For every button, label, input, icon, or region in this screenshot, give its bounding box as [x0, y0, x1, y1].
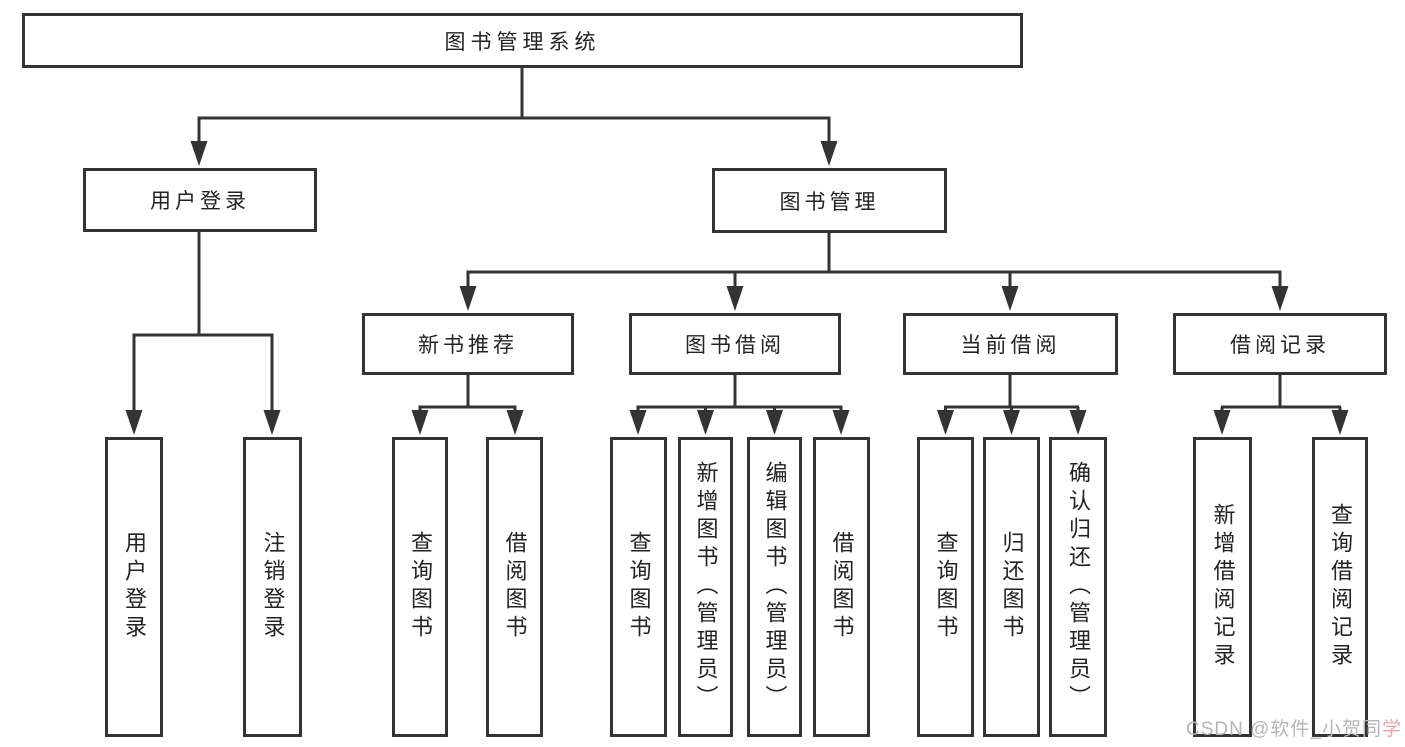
csdn-watermark-text: CSDN @软件_小贺同: [1186, 719, 1382, 740]
leaf-label: 用户登录: [122, 531, 147, 643]
node-user-login: 用户登录: [83, 168, 317, 232]
node-new-book-recommend: 新书推荐: [362, 313, 574, 375]
leaf-borrow-books-recommend: 借阅图书: [486, 437, 543, 737]
leaf-query-borrow-record: 查询借阅记录: [1312, 437, 1368, 737]
leaf-confirm-return-admin: 确认归还（管理员）: [1049, 437, 1107, 737]
leaf-query-books-borrow: 查询图书: [610, 437, 667, 737]
leaf-label: 查询图书: [408, 531, 433, 643]
csdn-watermark-accent: 学: [1381, 719, 1402, 740]
leaf-query-books-recommend: 查询图书: [392, 437, 448, 737]
leaf-label: 归还图书: [999, 531, 1025, 643]
leaf-borrow-books: 借阅图书: [813, 437, 870, 737]
node-label: 新书推荐: [418, 334, 518, 357]
leaf-return-books: 归还图书: [983, 437, 1040, 737]
leaf-label: 查询借阅记录: [1328, 503, 1353, 671]
leaf-add-books-admin: 新增图书（管理员）: [678, 437, 733, 737]
leaf-label: 新增借阅记录: [1210, 503, 1236, 671]
leaf-label: 编辑图书（管理员）: [762, 461, 788, 713]
leaf-add-borrow-record: 新增借阅记录: [1193, 437, 1252, 737]
leaf-label: 确认归还（管理员）: [1066, 461, 1091, 713]
node-library-system: 图书管理系统: [22, 13, 1023, 68]
csdn-watermark: CSDN @软件_小贺同学: [1186, 714, 1402, 741]
node-label: 用户登录: [150, 190, 250, 213]
leaf-label: 查询图书: [626, 531, 652, 643]
node-book-borrow: 图书借阅: [629, 313, 841, 375]
leaf-label: 借阅图书: [502, 531, 528, 643]
leaf-user-login: 用户登录: [105, 437, 163, 737]
node-label: 借阅记录: [1230, 334, 1330, 357]
node-label: 图书管理: [779, 190, 880, 214]
node-current-borrow: 当前借阅: [903, 313, 1118, 375]
node-book-management: 图书管理: [712, 168, 947, 233]
leaf-edit-books-admin: 编辑图书（管理员）: [747, 437, 802, 737]
leaf-logout-login: 注销登录: [243, 437, 302, 737]
node-label: 图书管理系统: [444, 30, 601, 54]
leaf-label: 借阅图书: [829, 531, 855, 643]
leaf-label: 注销登录: [260, 531, 286, 643]
leaf-label: 查询图书: [933, 531, 959, 643]
node-label: 图书借阅: [685, 334, 785, 357]
node-label: 当前借阅: [960, 334, 1061, 357]
leaf-label: 新增图书（管理员）: [693, 461, 719, 713]
leaf-query-books-current: 查询图书: [917, 437, 974, 737]
node-borrow-records: 借阅记录: [1173, 313, 1387, 375]
